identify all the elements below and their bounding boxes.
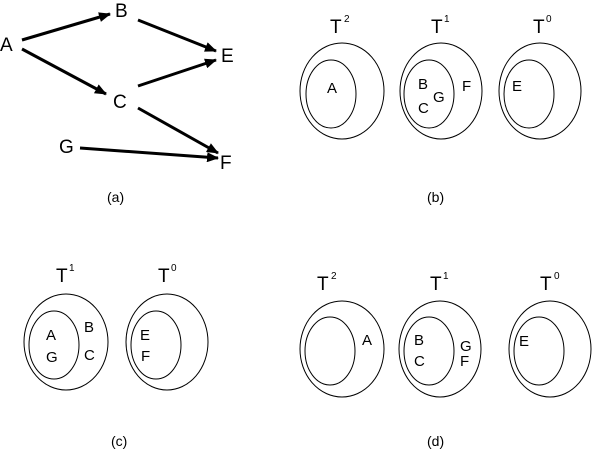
set-member: B [414,332,424,349]
set-member: E [512,78,522,95]
panel-c: T 1 A G B C T 0 E F (c) [23,263,209,449]
outer-circle-t1 [398,300,482,398]
node-b: B [115,1,128,22]
outer-circle-t1 [23,293,109,391]
node-a: A [0,35,13,56]
inner-circle-t0 [130,310,182,380]
tree-label-t0-sup: 0 [554,271,560,282]
edge-g-f [79,146,219,163]
outer-circle-t0 [125,293,209,391]
inner-circle-t0 [513,316,565,386]
set-member: A [46,327,56,344]
set-member: B [418,76,428,93]
tree-label-t1: T [431,17,443,38]
set-member: C [84,347,95,364]
set-member: A [362,332,372,349]
set-member: C [414,353,425,370]
tree-label-t1: T [56,266,68,287]
outer-circle-t2 [299,42,385,140]
outer-circle-t0 [498,42,582,140]
set-member: E [519,333,529,350]
panel-b-label: (b) [427,189,444,205]
set-member: G [46,349,58,366]
edge-b-e [137,18,217,53]
inner-circle-t1 [403,316,455,386]
set-member: G [433,89,445,106]
set-member: B [84,319,94,336]
inner-circle-t1 [28,310,80,380]
edge-c-e [137,58,217,88]
node-c: C [113,92,127,113]
inner-circle-t0 [503,59,555,129]
set-member: A [327,80,337,97]
tree-label-t2: T [317,274,329,295]
tree-label-t2: T [330,17,342,38]
panel-a-graph: A B E C G F (a) [0,1,234,205]
outer-circle-t1 [399,42,483,140]
outer-circle-t2 [299,300,385,398]
inner-circle-t1 [403,59,455,129]
set-member: F [460,353,469,370]
panel-b: T 2 A T 1 B G C F T 0 E (b) [299,14,582,205]
panel-c-label: (c) [111,433,127,449]
edge-a-b [21,12,111,42]
tree-label-t1-sup: 1 [444,14,450,25]
panel-d: T 2 A T 1 B C G F T 0 E (d) [299,271,592,449]
tree-label-t1: T [430,274,442,295]
tree-label-t2-sup: 2 [344,14,350,25]
set-member: C [418,100,429,117]
tree-label-t1-sup: 1 [443,271,449,282]
edge-c-f [137,106,219,155]
outer-circle-t0 [508,300,592,398]
tree-label-t0: T [540,274,552,295]
set-member: F [141,348,150,365]
set-member: G [460,338,472,355]
node-f: F [220,153,232,174]
inner-circle-t2 [304,316,356,386]
tree-label-t1-sup: 1 [69,263,75,274]
inner-circle-t2 [305,59,357,129]
set-member: E [140,327,150,344]
panel-d-label: (d) [427,433,444,449]
panel-a-label: (a) [107,189,124,205]
tree-label-t0-sup: 0 [171,263,177,274]
node-g: G [59,137,74,158]
tree-label-t0-sup: 0 [546,14,552,25]
edge-a-c [21,47,107,96]
tree-label-t2-sup: 2 [331,271,337,282]
node-e: E [221,46,234,67]
tree-label-t0: T [158,266,170,287]
set-member: F [462,78,471,95]
tree-label-t0: T [533,17,545,38]
